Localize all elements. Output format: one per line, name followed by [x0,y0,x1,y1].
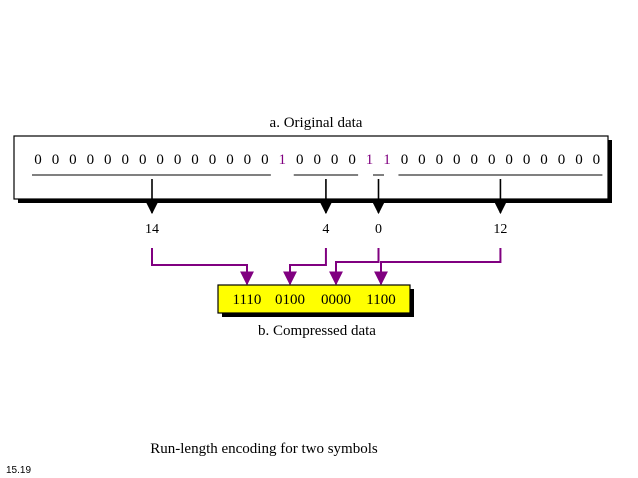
bit: 1 [383,152,391,168]
bit: 0 [523,152,531,168]
bit: 0 [575,152,583,168]
bit: 0 [593,152,601,168]
bit: 0 [191,152,199,168]
bit: 0 [156,152,164,168]
figure-caption: Run-length encoding for two symbols [150,441,378,457]
run-length-label: 12 [493,222,507,237]
bit: 0 [296,152,304,168]
run-length-labels: 14 4 0 12 [145,222,507,237]
bit: 0 [313,152,321,168]
bit: 0 [558,152,566,168]
bit: 0 [122,152,130,168]
bit: 0 [453,152,461,168]
bit: 0 [52,152,60,168]
bit: 0 [34,152,42,168]
bit: 0 [261,152,269,168]
compressed-box [217,284,411,314]
bit: 0 [436,152,444,168]
bit: 0 [418,152,426,168]
encoding-connectors [151,248,502,286]
bit: 0 [540,152,548,168]
bit: 0 [331,152,339,168]
run-length-label: 4 [322,222,329,237]
bit: 0 [174,152,182,168]
run-arrows [146,179,507,215]
bit: 0 [226,152,234,168]
bit: 0 [488,152,496,168]
run-length-label: 14 [145,222,159,237]
bit: 1 [366,152,374,168]
bit: 1 [279,152,287,168]
code-group: 1110 [233,292,262,308]
slide-number: 15.19 [6,465,31,476]
code-group: 0100 [275,292,305,308]
connector-arrow [283,248,327,286]
bit: 0 [348,152,356,168]
code-group: 0000 [321,292,351,308]
original-data-box [13,135,609,200]
compressed-code-groups: 1110 0100 0000 1100 [233,292,396,308]
bit: 0 [87,152,95,168]
bit: 0 [244,152,252,168]
original-data-title: a. Original data [270,115,363,131]
bit: 0 [104,152,112,168]
connector-arrow [329,248,380,286]
connector-arrow [151,248,254,286]
bit: 0 [69,152,77,168]
bit: 0 [401,152,409,168]
compressed-data-title: b. Compressed data [258,323,376,339]
run-length-label: 0 [375,222,382,237]
bit: 0 [471,152,479,168]
code-group: 1100 [366,292,395,308]
bit: 0 [209,152,217,168]
bit: 0 [139,152,147,168]
connector-arrow [374,248,502,286]
bit: 0 [505,152,513,168]
